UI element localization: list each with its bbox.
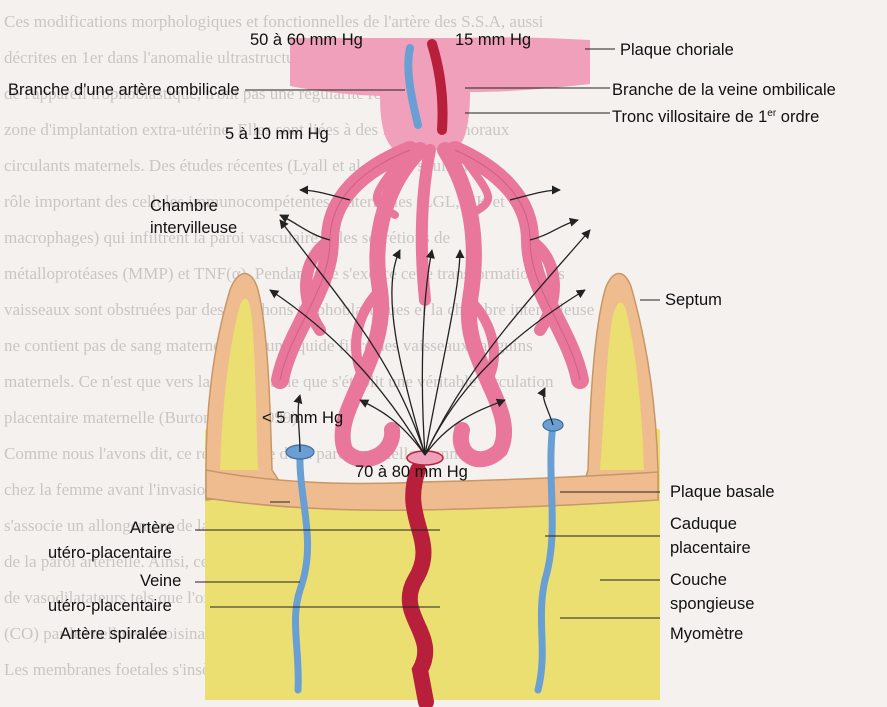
label-branche-veine: Branche de la veine ombilicale [612, 80, 836, 100]
label-pressure-5-10: 5 à 10 mm Hg [225, 124, 329, 144]
label-placentaire: placentaire [670, 538, 751, 558]
label-tronc-villositaire: Tronc villositaire de 1er ordre [612, 104, 819, 127]
tronc-sup: er [767, 108, 776, 119]
label-plaque-choriale: Plaque choriale [620, 40, 734, 60]
label-artere-spiralee: Artère spiralée [60, 624, 167, 644]
label-artere: Artère [130, 518, 175, 538]
label-myometre: Myomètre [670, 624, 743, 644]
label-pressure-top-left: 50 à 60 mm Hg [250, 30, 363, 50]
label-spongieuse: spongieuse [670, 594, 754, 614]
label-septum: Septum [665, 290, 722, 310]
label-pressure-lt5: < 5 mm Hg [262, 408, 343, 428]
label-chambre: Chambre [150, 196, 218, 216]
label-caduque: Caduque [670, 514, 737, 534]
label-pressure-70-80: 70 à 80 mm Hg [355, 462, 468, 482]
tronc-text: Tronc villositaire de 1 [612, 108, 767, 126]
tronc-text-end: ordre [776, 108, 819, 126]
label-pressure-top-right: 15 mm Hg [455, 30, 531, 50]
label-utero-placentaire-2: utéro-placentaire [48, 596, 172, 616]
label-intervilleuse: intervilleuse [150, 218, 237, 238]
label-veine: Veine [140, 571, 181, 591]
label-plaque-basale: Plaque basale [670, 482, 775, 502]
label-couche: Couche [670, 570, 727, 590]
label-branche-artere: Branche d'une artère ombilicale [8, 80, 240, 100]
label-utero-placentaire-1: utéro-placentaire [48, 543, 172, 563]
